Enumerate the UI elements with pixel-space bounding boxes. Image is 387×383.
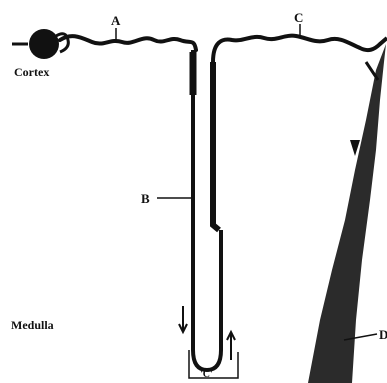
- up-arrow-icon: [227, 332, 235, 360]
- collecting-duct: [308, 38, 387, 383]
- label-medulla: Medulla: [11, 318, 54, 332]
- proximal-convoluted-tubule: [60, 36, 196, 50]
- ascending-limb-thick: [213, 62, 219, 230]
- distal-convoluted-tubule: [213, 36, 380, 62]
- label-d: D: [379, 327, 387, 342]
- label-loop-c: 'C': [200, 369, 213, 380]
- down-arrow-icon: [179, 306, 187, 332]
- loop-bend: [193, 350, 221, 370]
- label-c: C: [294, 10, 303, 25]
- label-cortex: Cortex: [14, 65, 49, 79]
- glomerulus: [29, 29, 68, 59]
- label-a: A: [111, 13, 121, 28]
- label-b: B: [141, 191, 150, 206]
